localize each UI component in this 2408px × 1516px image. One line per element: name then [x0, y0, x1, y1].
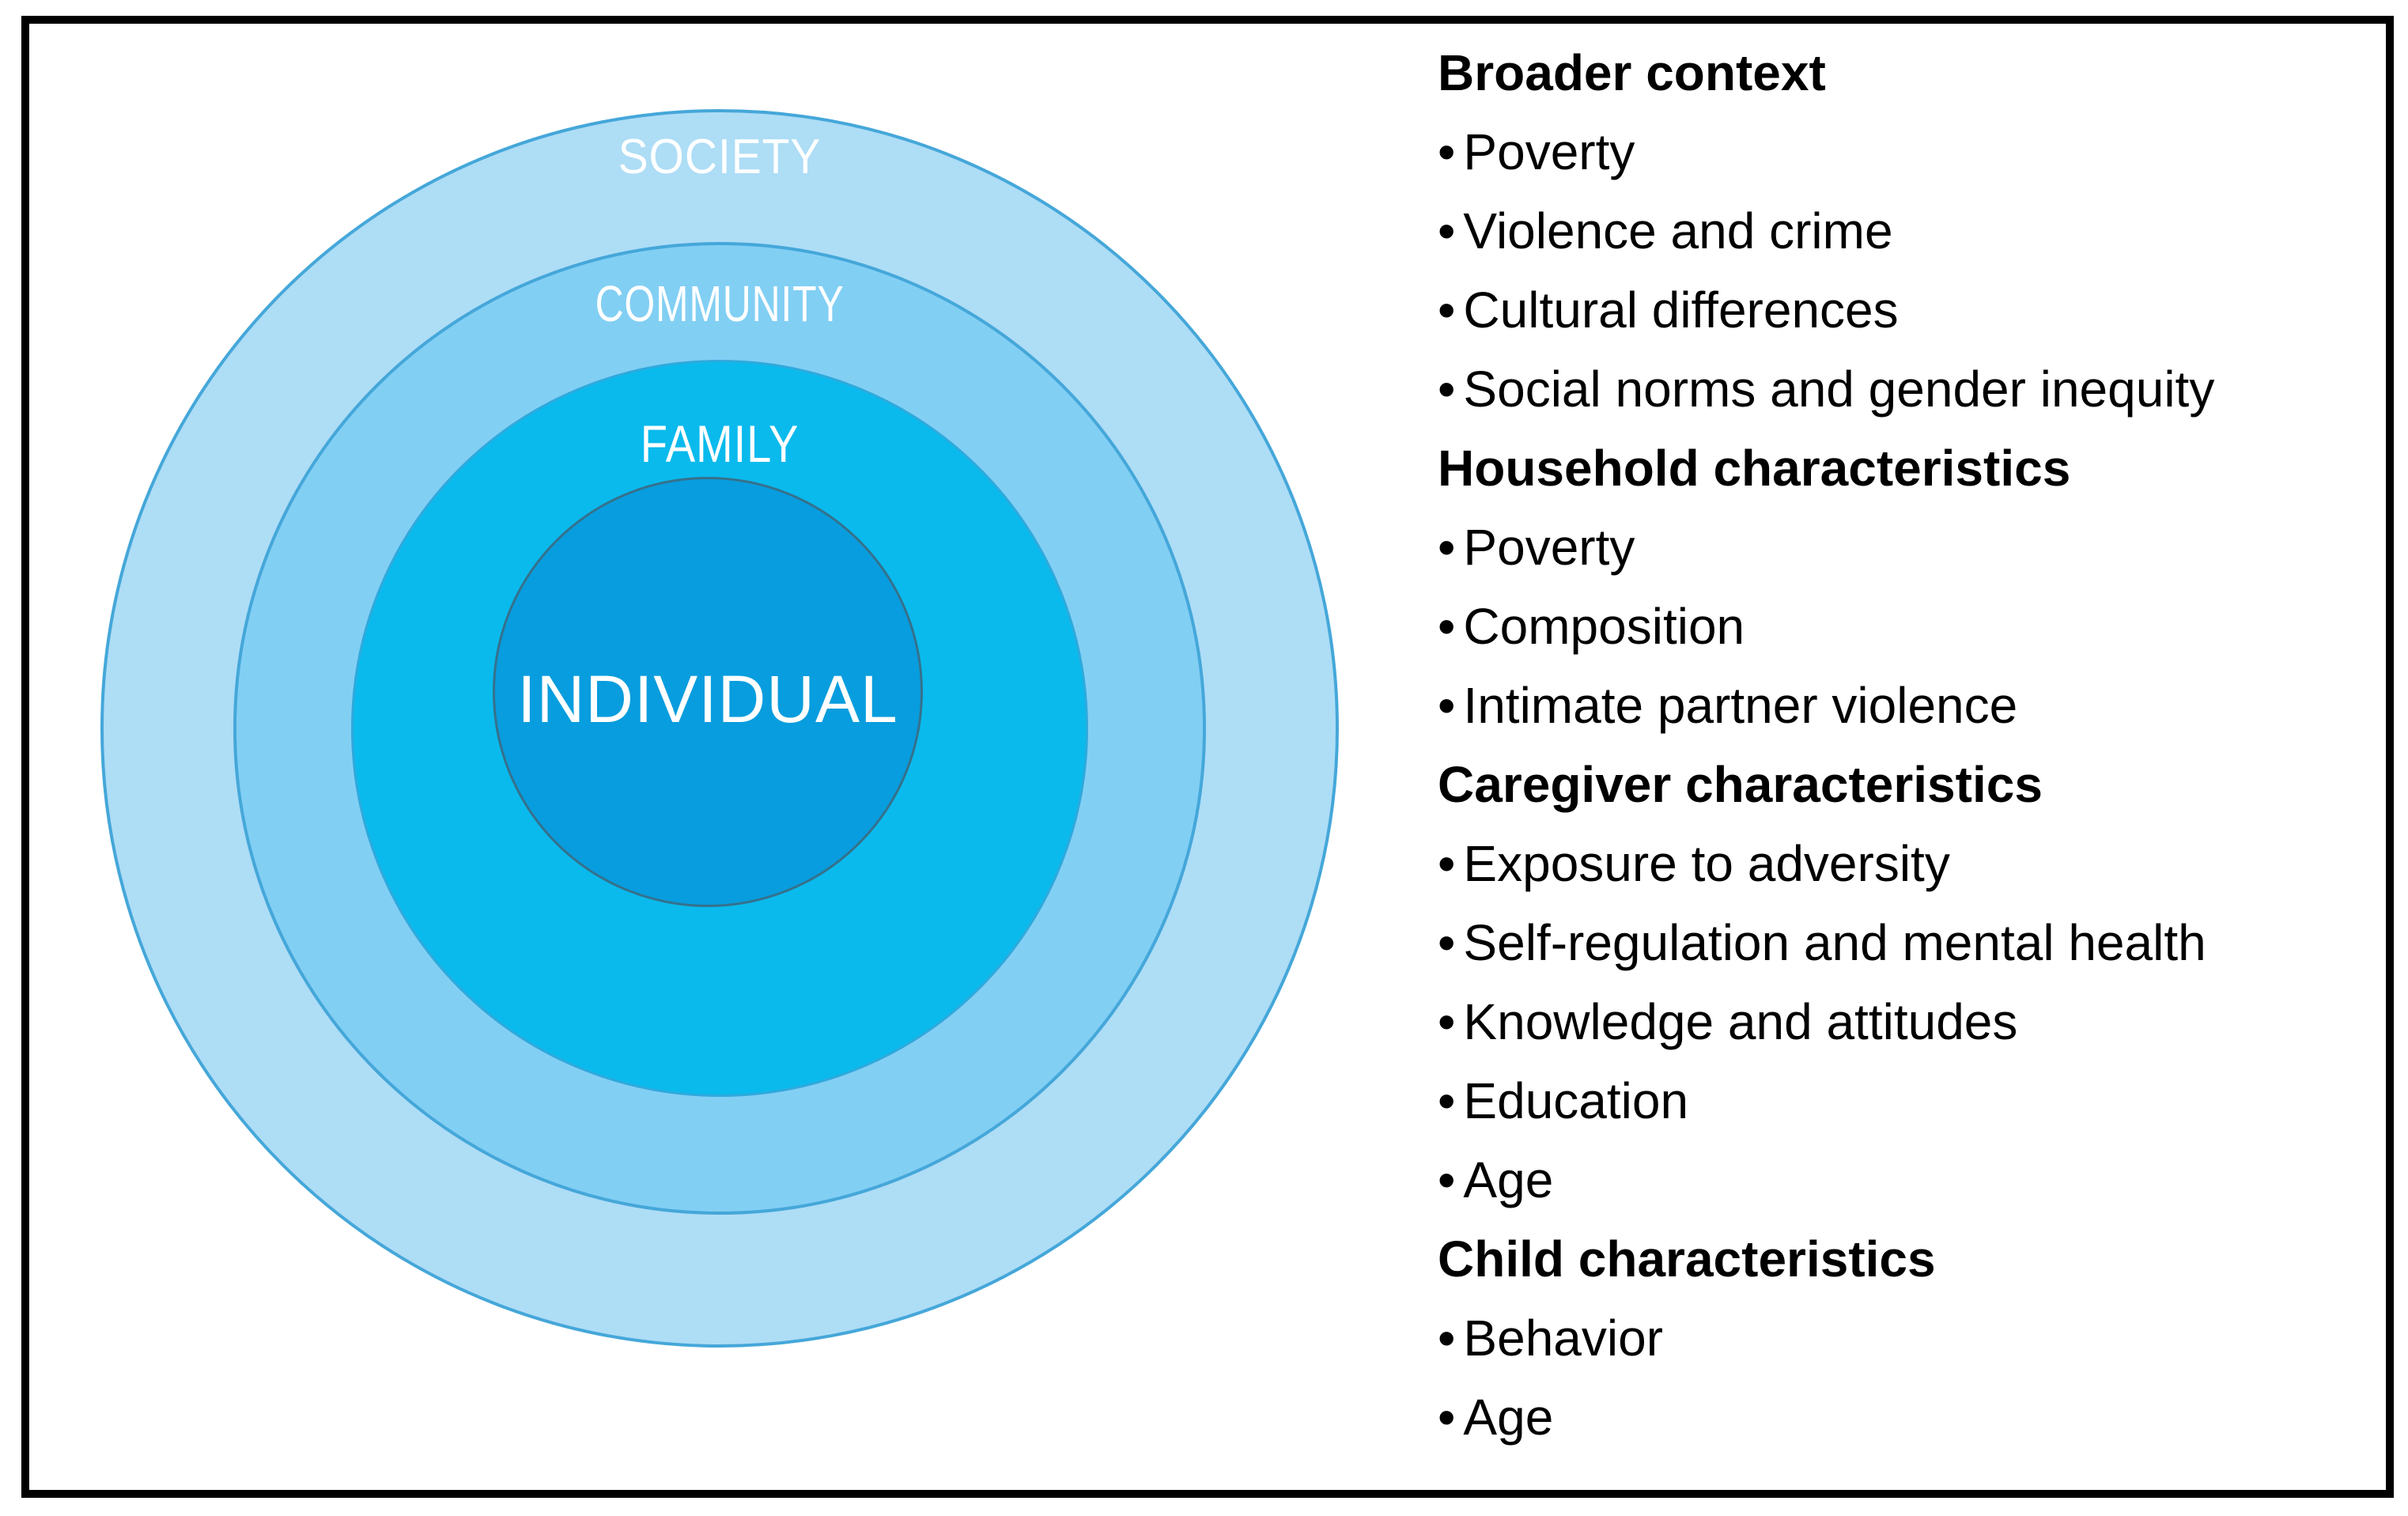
legend-item-label: Knowledge and attitudes: [1463, 993, 2018, 1050]
legend-section-heading: Child characteristics: [1438, 1231, 1936, 1287]
legend-item-label: Cultural differences: [1463, 282, 1899, 338]
legend-item: •Knowledge and attitudes: [1438, 982, 2379, 1061]
legend-item-label: Composition: [1463, 598, 1745, 655]
bullet-marker: •: [1438, 282, 1456, 338]
bullet-marker: •: [1438, 598, 1456, 655]
bullet-marker: •: [1438, 1389, 1456, 1446]
bullet-marker: •: [1438, 677, 1456, 734]
bullet-marker: •: [1438, 1072, 1456, 1129]
label-community: COMMUNITY: [595, 275, 845, 332]
label-individual: INDIVIDUAL: [517, 662, 898, 736]
bullet-marker: •: [1438, 993, 1456, 1050]
legend-item-label: Exposure to adversity: [1463, 835, 1950, 892]
legend-item-label: Self-regulation and mental health: [1463, 914, 2206, 971]
bullet-marker: •: [1438, 123, 1456, 180]
bullet-marker: •: [1438, 835, 1456, 892]
legend-section-heading: Caregiver characteristics: [1438, 756, 2043, 813]
legend-item-label: Poverty: [1463, 123, 1635, 180]
legend-item: •Poverty: [1438, 508, 2379, 587]
legend-item: •Social norms and gender inequity: [1438, 350, 2379, 429]
legend-item: •Self-regulation and mental health: [1438, 903, 2379, 982]
legend-item: •Exposure to adversity: [1438, 824, 2379, 903]
legend-item: •Intimate partner violence: [1438, 666, 2379, 745]
legend-item-label: Behavior: [1463, 1310, 1663, 1367]
legend-item: •Poverty: [1438, 112, 2379, 191]
bullet-marker: •: [1438, 202, 1456, 259]
legend-item: •Age: [1438, 1378, 2379, 1457]
legend: Broader context•Poverty•Violence and cri…: [1438, 33, 2379, 1457]
legend-item-label: Poverty: [1463, 519, 1635, 576]
legend-item: •Violence and crime: [1438, 191, 2379, 270]
bullet-marker: •: [1438, 519, 1456, 576]
legend-item-label: Social norms and gender inequity: [1463, 361, 2215, 418]
legend-item: •Age: [1438, 1140, 2379, 1219]
legend-section-heading: Broader context: [1438, 44, 1826, 101]
label-family: FAMILY: [640, 414, 800, 473]
legend-item-label: Education: [1463, 1072, 1689, 1129]
legend-item-label: Intimate partner violence: [1463, 677, 2018, 734]
legend-item: •Composition: [1438, 587, 2379, 666]
legend-item: •Cultural differences: [1438, 270, 2379, 350]
bullet-marker: •: [1438, 361, 1456, 418]
legend-section-heading: Household characteristics: [1438, 440, 2071, 497]
bullet-marker: •: [1438, 914, 1456, 971]
circle-individual: [493, 477, 923, 907]
bullet-marker: •: [1438, 1151, 1456, 1208]
legend-item: •Education: [1438, 1061, 2379, 1140]
legend-item-label: Age: [1463, 1389, 1554, 1446]
bullet-marker: •: [1438, 1310, 1456, 1367]
legend-item: •Behavior: [1438, 1299, 2379, 1378]
legend-item-label: Violence and crime: [1463, 202, 1893, 259]
label-society: SOCIETY: [618, 130, 822, 184]
legend-item-label: Age: [1463, 1151, 1554, 1208]
